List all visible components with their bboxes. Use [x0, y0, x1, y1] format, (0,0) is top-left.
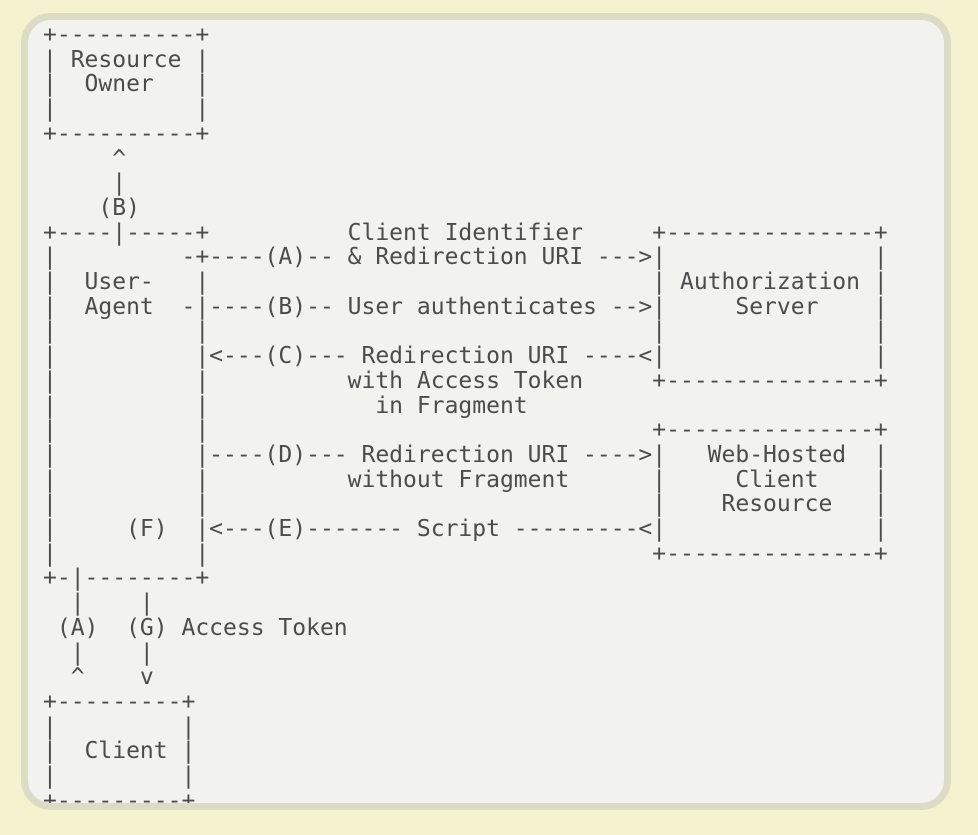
oauth-implicit-grant-flow-ascii-diagram: +----------+ | Resource | | Owner | | | … [43, 22, 888, 810]
diagram-panel: +----------+ | Resource | | Owner | | | … [21, 13, 951, 810]
